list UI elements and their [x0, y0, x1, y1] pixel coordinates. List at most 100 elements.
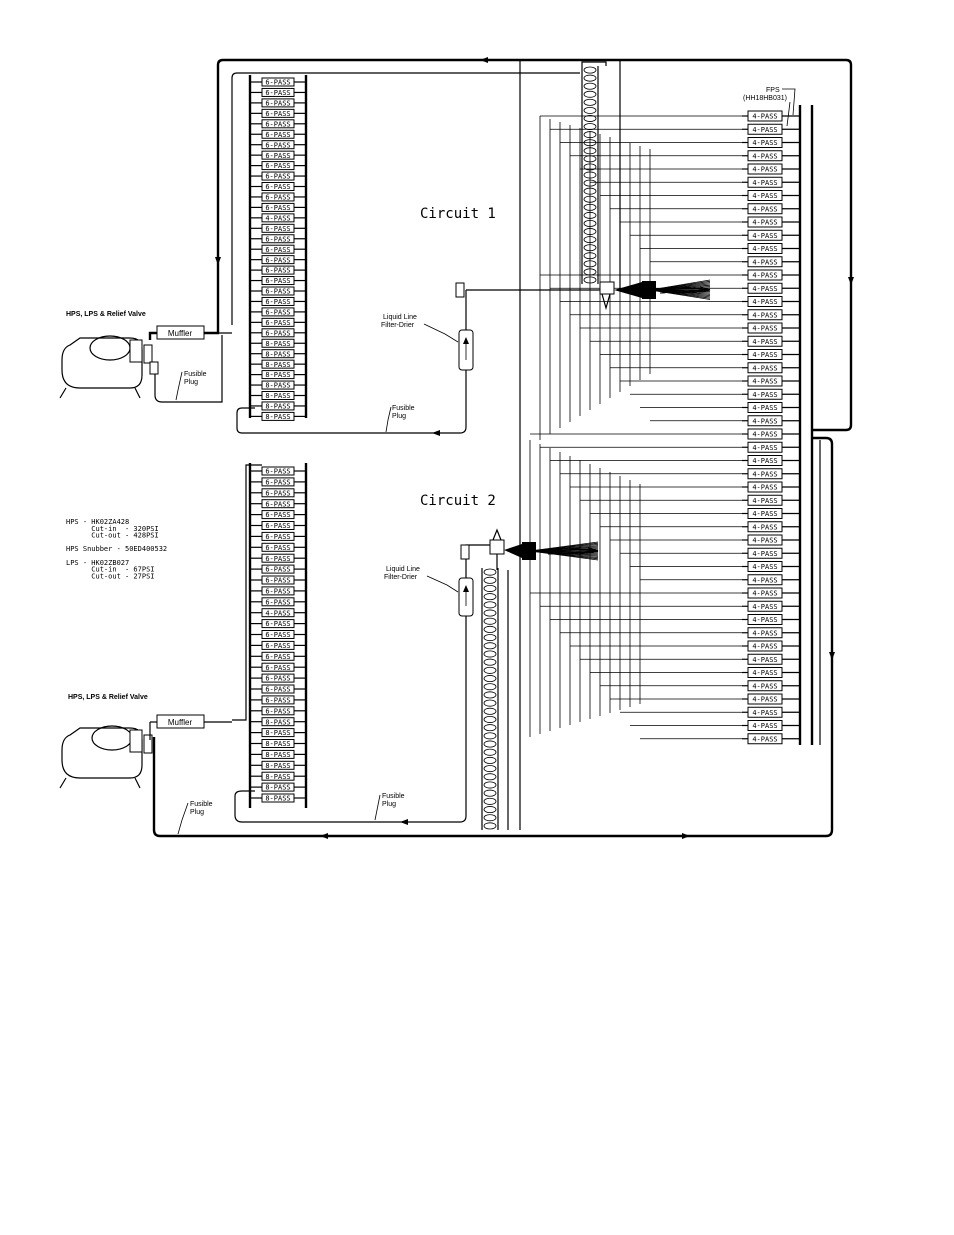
coil-row: 8-PASS [250, 717, 306, 726]
coil-row: 6-PASS [250, 510, 306, 519]
evaporator-pass-label: 4-PASS [752, 735, 777, 743]
coil-row: 6-PASS [250, 553, 306, 563]
evaporator-pass-label: 4-PASS [752, 298, 777, 306]
coil-turn [483, 765, 497, 773]
evaporator-row: 4-PASS [742, 667, 800, 678]
evaporator-row: 4-PASS [742, 309, 800, 321]
coil-row: 6-PASS [250, 108, 306, 118]
coil-pass-label: 6-PASS [265, 298, 290, 306]
coil-turn [483, 634, 497, 642]
outer-piping [148, 57, 854, 839]
distributor-tube [630, 286, 742, 395]
coil-turn [583, 82, 597, 90]
distributor-tube [570, 486, 742, 555]
coil-row: 6-PASS [250, 276, 306, 285]
evaporator-pass-label: 4-PASS [752, 603, 777, 611]
coil-row: 6-PASS [250, 662, 306, 672]
spec-line: Cut-out - 428PSI [66, 532, 159, 540]
coil-pass-label: 8-PASS [265, 751, 290, 759]
evaporator-row: 4-PASS [742, 574, 800, 586]
coil-turn [483, 675, 497, 683]
coil-row: 6-PASS [250, 296, 306, 306]
circuit2-title: Circuit 2 [420, 493, 496, 509]
evaporator-row: 4-PASS [742, 375, 800, 387]
evaporator-pass-label: 4-PASS [752, 192, 777, 200]
coil-pass-label: 6-PASS [265, 620, 290, 628]
coil-pass-label: 6-PASS [265, 642, 290, 650]
coil-row: 6-PASS [250, 488, 306, 497]
evaporator-headers [798, 105, 821, 745]
circuit2-accumulator-coil [481, 568, 499, 830]
coil-pass-label: 8-PASS [265, 392, 290, 400]
coil-turn [583, 66, 597, 74]
circuit1-expansion-valve [466, 281, 656, 311]
spec-line: Cut-in - 67PSI [66, 566, 155, 574]
spec-line: Cut-in - 320PSI [66, 525, 159, 533]
coil-row: 6-PASS [250, 597, 306, 606]
evaporator-row: 4-PASS [742, 150, 800, 162]
coil-row: 6-PASS [250, 192, 306, 202]
coil-turn [483, 806, 497, 814]
coil-pass-label: 6-PASS [265, 555, 290, 563]
evaporator-row: 4-PASS [742, 296, 800, 307]
evaporator-pass-label: 4-PASS [752, 669, 777, 677]
evaporator-pass-label: 4-PASS [752, 696, 777, 704]
coil-turn [483, 691, 497, 699]
coil-row: 6-PASS [250, 640, 306, 650]
evaporator-row: 4-PASS [742, 733, 800, 745]
coil-pass-label: 6-PASS [265, 246, 290, 254]
coil-row: 6-PASS [250, 542, 306, 552]
coil-pass-label: 6-PASS [265, 686, 290, 694]
c2-fusible-plug-b-1: Fusible [382, 793, 405, 800]
evaporator-row: 4-PASS [742, 428, 800, 440]
coil-pass-label: 6-PASS [265, 152, 290, 160]
spec-line: HPS Snubber - 50ED400532 [66, 545, 167, 553]
coil-pass-label: 6-PASS [265, 544, 290, 552]
coil-pass-label: 6-PASS [265, 522, 290, 530]
evaporator-pass-label: 4-PASS [752, 417, 777, 425]
coil-turn [483, 707, 497, 715]
coil-pass-label: 6-PASS [265, 288, 290, 296]
coil-pass-label: 6-PASS [265, 707, 290, 715]
evaporator-pass-label: 4-PASS [752, 232, 777, 240]
c1-fusible-plug-b-2: Plug [392, 413, 406, 420]
coil-pass-label: 6-PASS [265, 577, 290, 585]
evaporator-row: 4-PASS [742, 388, 800, 400]
evaporator-pass-label: 4-PASS [752, 643, 777, 651]
coil-turn [483, 715, 497, 723]
coil-pass-label: 6-PASS [265, 277, 290, 285]
evaporator-row: 4-PASS [742, 508, 800, 519]
coil-row: 8-PASS [250, 749, 306, 759]
coil-row: 6-PASS [250, 706, 306, 715]
coil-pass-label: 6-PASS [265, 479, 290, 487]
coil-pass-label: 8-PASS [265, 740, 290, 748]
coil-turn [483, 822, 497, 830]
evaporator-pass-label: 4-PASS [752, 563, 777, 571]
coil-pass-label: 6-PASS [265, 511, 290, 519]
evaporator-row: 4-PASS [742, 693, 800, 705]
evaporator-pass-label: 4-PASS [752, 616, 777, 624]
coil-pass-label: 6-PASS [265, 533, 290, 541]
distributor-tube [590, 286, 742, 342]
coil-pass-label: 8-PASS [265, 350, 290, 358]
evaporator-row: 4-PASS [742, 362, 800, 374]
evaporator-pass-label: 4-PASS [752, 457, 777, 465]
coil-pass-label: 6-PASS [265, 319, 290, 327]
circuit2-condenser-coils: 6-PASS6-PASS6-PASS6-PASS6-PASS6-PASS6-PA… [248, 463, 308, 808]
coil-pass-label: 6-PASS [265, 194, 290, 202]
coil-pass-label: 4-PASS [265, 609, 290, 617]
coil-row: 6-PASS [250, 499, 306, 508]
coil-pass-label: 6-PASS [265, 110, 290, 118]
coil-pass-label: 8-PASS [265, 718, 290, 726]
evaporator-row: 4-PASS [742, 627, 800, 639]
evaporator-row: 4-PASS [742, 706, 800, 718]
evaporator-pass-label: 4-PASS [752, 113, 777, 121]
evaporator-pass-label: 4-PASS [752, 245, 777, 253]
coil-row: 6-PASS [250, 77, 306, 87]
coil-pass-label: 6-PASS [265, 235, 290, 243]
evaporator-pass-label: 4-PASS [752, 470, 777, 478]
coil-row: 8-PASS [250, 411, 306, 421]
evaporator-row: 4-PASS [742, 163, 800, 175]
distributor-tube [580, 168, 742, 294]
evaporator-pass-label: 4-PASS [752, 179, 777, 187]
